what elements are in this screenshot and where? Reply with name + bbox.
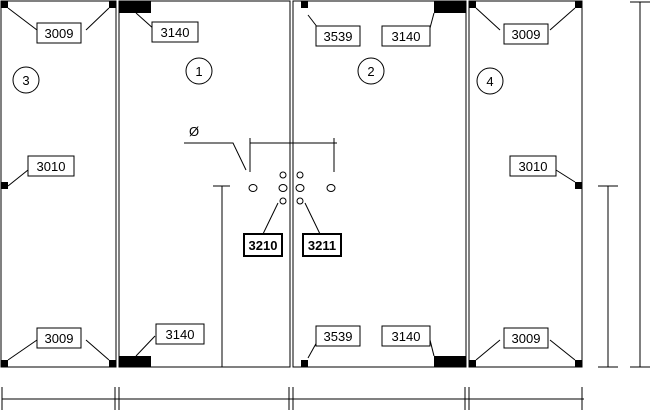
label-p2-bottom-left: 3539 [315,325,361,347]
label-p3-mid: 3010 [27,155,75,177]
svg-text:4: 4 [486,74,493,89]
panel-number-4: 4 [476,67,504,95]
clamp-p4-bottom-right [575,360,582,367]
panel-1-outline [118,0,291,368]
svg-text:3009: 3009 [45,26,74,41]
patch-fitting-p2-top [434,1,466,13]
label-p1-top: 3140 [151,21,199,43]
clamp-p3-bottom-right [109,360,116,367]
svg-text:3539: 3539 [324,29,353,44]
label-p3-bottom: 3009 [36,327,82,349]
clamp-p3-top-right [109,1,116,8]
label-p2-bottom-right: 3140 [381,325,431,347]
handle-label-3211: 3211 [302,202,342,257]
panel-3-outline [0,0,117,368]
svg-text:3010: 3010 [37,159,66,174]
svg-text:3009: 3009 [512,27,541,42]
panel-2-outline [292,0,467,368]
clamp-p4-top-right [575,1,582,8]
label-p2-top-right: 3140 [381,25,431,47]
svg-text:3009: 3009 [45,331,74,346]
svg-text:1: 1 [195,64,202,79]
svg-text:3539: 3539 [324,329,353,344]
svg-text:3140: 3140 [166,327,195,342]
panel-number-3: 3 [12,66,40,94]
patch-fitting-p1-bottom [119,356,151,367]
handle-label-3210: 3210 [243,202,283,257]
clamp-p3-mid [1,182,8,189]
label-p4-mid: 3010 [509,155,557,177]
svg-text:3009: 3009 [512,331,541,346]
svg-text:3010: 3010 [519,159,548,174]
patch-fitting-p2-bottom [434,356,466,367]
svg-text:3140: 3140 [392,29,421,44]
clamp-p4-bottom-left [469,360,476,367]
panel-number-2: 2 [357,57,385,85]
svg-text:3: 3 [22,73,29,88]
leader-lines [7,7,576,361]
horizontal-dimension-line [1,387,584,410]
label-p2-top-left: 3539 [315,25,361,47]
panel-4-outline [468,0,583,368]
clamp-p3-top-left [1,1,8,8]
patch-fitting-p1-top [119,1,151,13]
vertical-dimension-full [630,1,650,368]
label-p3-top: 3009 [36,22,82,44]
clamp-p4-top-left [469,1,476,8]
clamp-p2-top-left [301,1,308,8]
vertical-dimension-handle-height [598,185,618,368]
svg-text:3210: 3210 [249,238,278,253]
handle-holes [248,171,336,205]
clamp-p4-mid [575,182,582,189]
panel-number-1: 1 [185,57,213,85]
svg-text:Ø: Ø [189,124,199,139]
label-p4-bottom: 3009 [503,327,549,349]
svg-text:3140: 3140 [161,25,190,40]
svg-text:3140: 3140 [392,329,421,344]
label-p4-top: 3009 [503,23,549,45]
height-marker-panel-1 [213,185,230,367]
svg-text:3211: 3211 [308,238,336,253]
label-p1-bottom: 3140 [155,323,205,345]
diameter-annotation: Ø [184,124,337,172]
clamp-p3-bottom-left [1,360,8,367]
svg-text:2: 2 [367,64,374,79]
clamp-p2-bottom-left [301,360,308,367]
